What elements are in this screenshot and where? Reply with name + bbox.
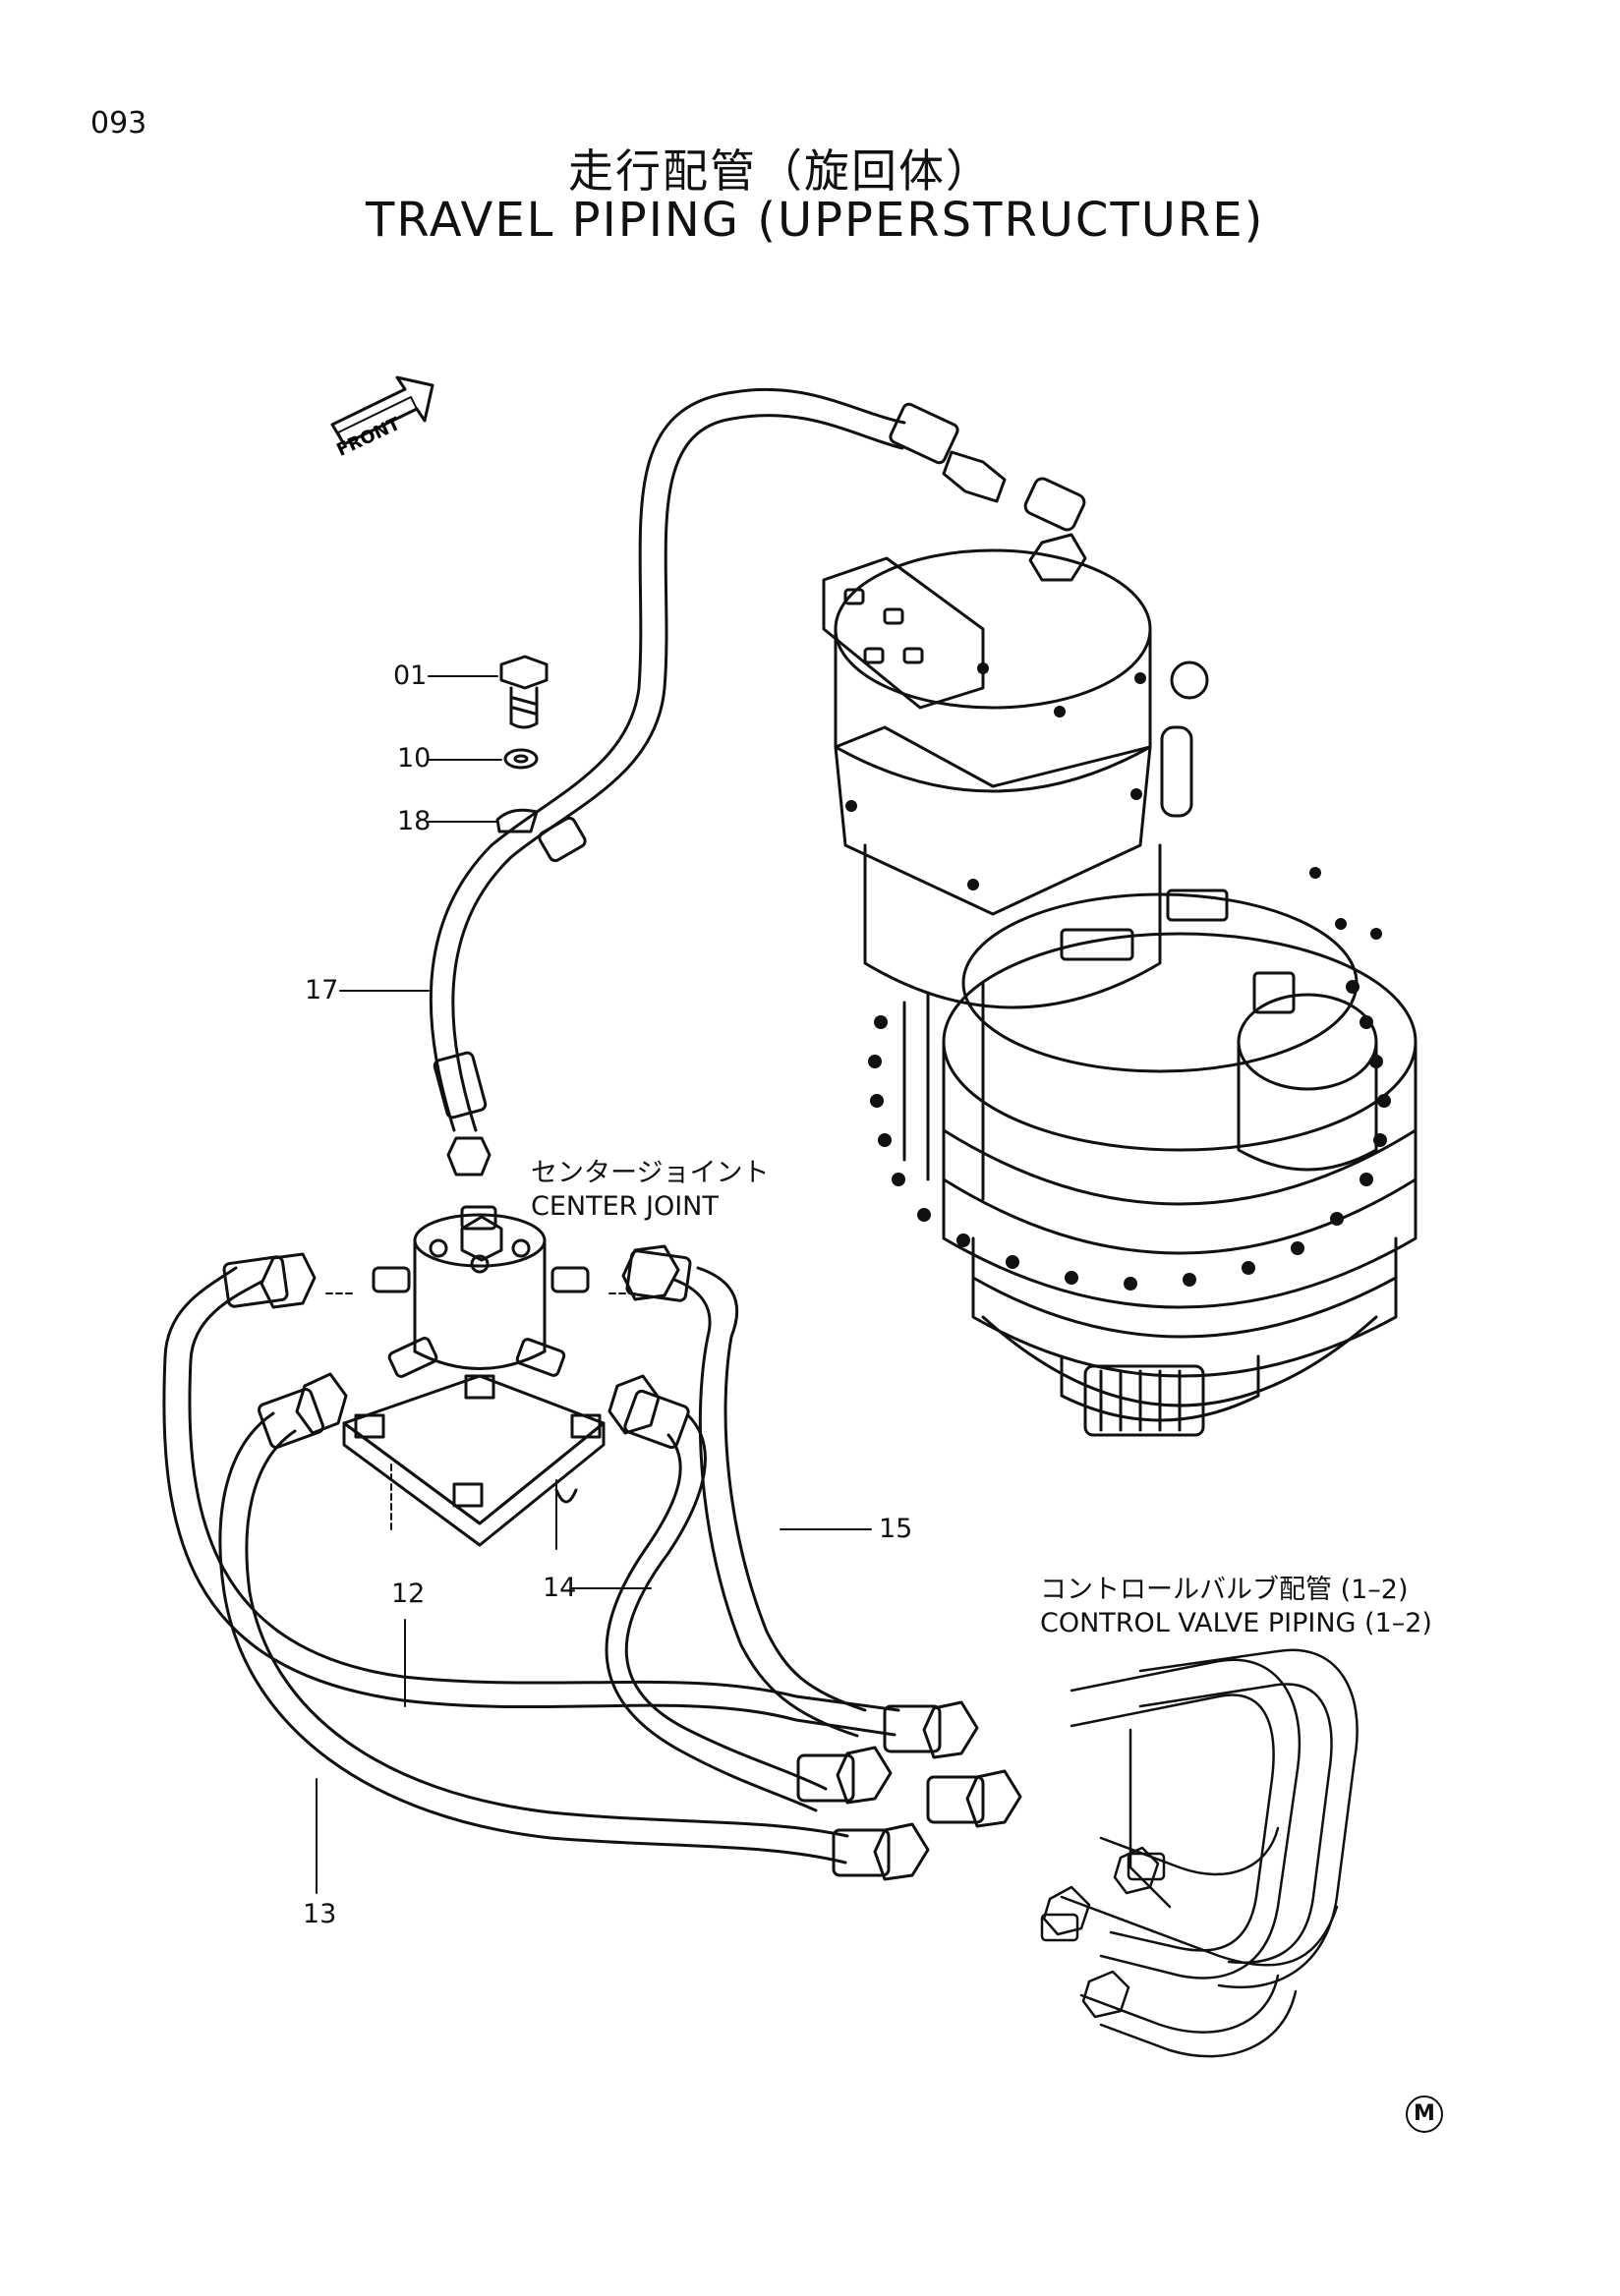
center-joint-label: CENTER JOINT — [531, 1191, 719, 1222]
bolt-ring — [845, 662, 1391, 1291]
callout-10: 10 — [397, 743, 432, 774]
callout-14: 14 — [543, 1573, 577, 1603]
hose-14 — [605, 1374, 893, 1812]
hose-15 — [621, 1244, 1022, 1828]
hose-12 — [162, 1252, 979, 1759]
page-title-jp: 走行配管（旋回体） — [568, 144, 993, 198]
hose-13 — [218, 1372, 930, 1881]
center-joint-label-jp: センタージョイント — [531, 1158, 770, 1188]
callout-15: 15 — [879, 1514, 913, 1544]
clamp-18-icon — [495, 808, 539, 833]
control-valve-label-jp: コントロールバルブ配管 (1–2) — [1040, 1575, 1409, 1605]
leader-lines — [316, 675, 872, 1894]
hose-17 — [429, 387, 1007, 1177]
page-title: TRAVEL PIPING (UPPERSTRUCTURE) — [366, 193, 1265, 248]
washer-10-icon — [503, 748, 539, 770]
page-number: 093 — [90, 106, 147, 141]
callout-12: 12 — [391, 1578, 426, 1609]
callout-17: 17 — [305, 975, 339, 1005]
center-joint — [342, 1205, 606, 1547]
callout-01: 01 — [393, 660, 428, 691]
m-mark-icon: M — [1406, 2095, 1443, 2133]
bolt-01-icon — [499, 655, 549, 729]
swing-motor — [822, 477, 1418, 1437]
front-arrow-icon — [330, 375, 434, 446]
control-valve-label: CONTROL VALVE PIPING (1–2) — [1040, 1608, 1432, 1638]
control-valve-piping — [1040, 1648, 1359, 2058]
callout-13: 13 — [303, 1899, 337, 1929]
callout-18: 18 — [397, 806, 432, 836]
